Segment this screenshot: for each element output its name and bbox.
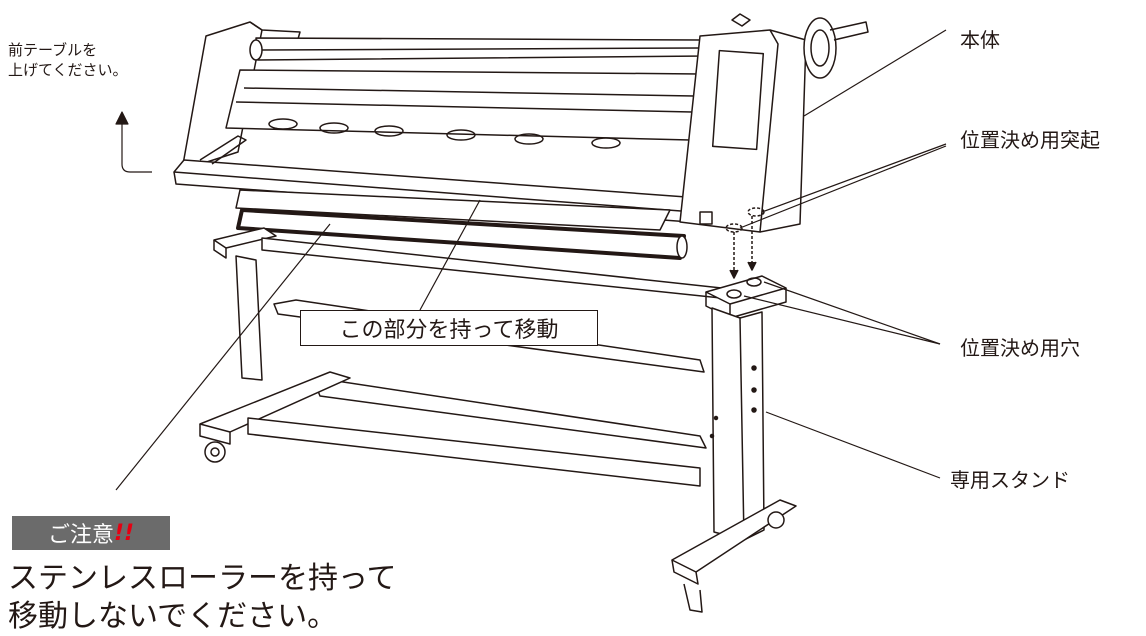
label-dedicated-stand: 専用スタンド [950, 468, 1070, 492]
caution-warning-text: ステンレスローラーを持って 移動しないでください。 [8, 561, 397, 634]
slot [374, 125, 404, 137]
slot [268, 118, 298, 130]
laminator-assembly-diagram: 本体 位置決め用突起 位置決め用穴 専用スタンド 前テーブルを 上げてください。… [8, 13, 1100, 634]
caster-wheel [204, 441, 226, 463]
grip-here-text: この部分を持って移動 [339, 318, 559, 343]
control-panel [711, 49, 765, 151]
diagram-illustration [115, 13, 947, 613]
slot [446, 129, 476, 141]
label-raise-front-table: 前テーブルを 上げてください。 [8, 41, 128, 79]
label-grip-here: この部分を持って移動 [300, 310, 598, 346]
table-latch [199, 135, 247, 165]
slot [514, 133, 544, 145]
laminator-body [173, 13, 869, 279]
stand [199, 227, 797, 613]
label-positioning-protrusion: 位置決め用突起 [960, 128, 1100, 152]
caution-badge-text: ご注意 [47, 523, 114, 548]
caution-badge-emphasis: !! [113, 520, 135, 546]
slot [591, 137, 621, 149]
leader-lines [115, 29, 947, 491]
label-body: 本体 [960, 28, 1000, 52]
slot [319, 122, 349, 134]
caution-badge: ご注意!! [12, 516, 170, 550]
label-positioning-hole: 位置決め用穴 [960, 336, 1080, 360]
caster-wheel [767, 511, 785, 529]
